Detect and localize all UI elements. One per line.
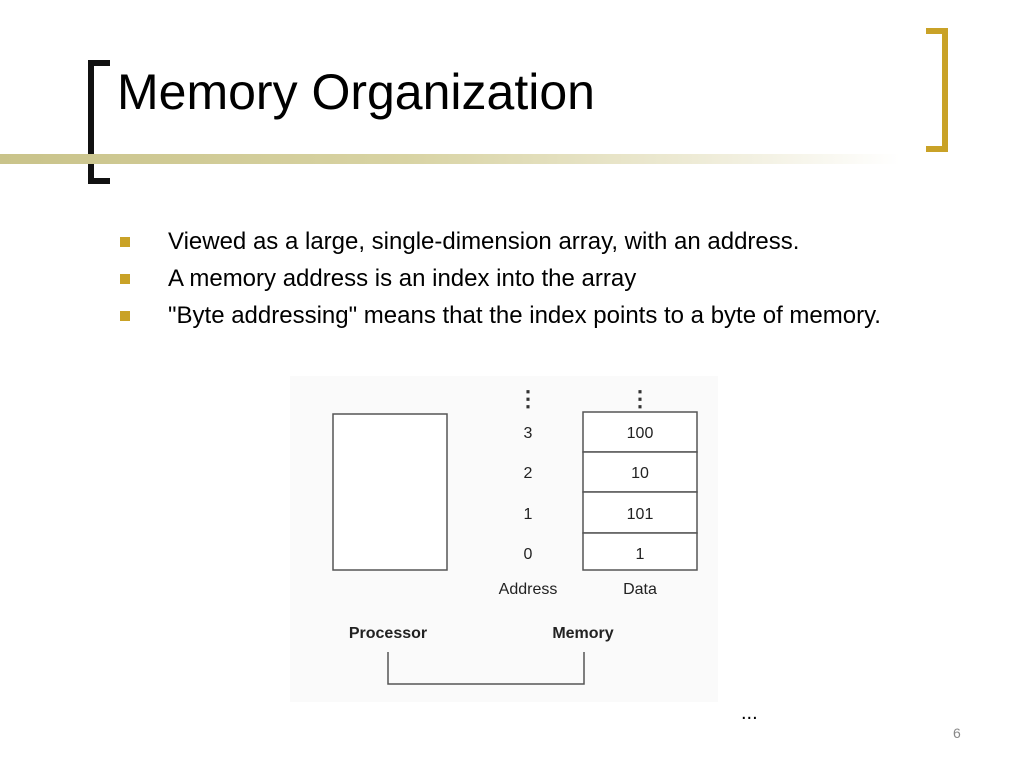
bullet-item: "Byte addressing" means that the index p… <box>118 300 918 332</box>
slide-title: Memory Organization <box>117 64 595 120</box>
address-ellipsis: ⋮ <box>517 386 539 411</box>
right-bracket-decoration <box>926 28 948 152</box>
bullet-item: Viewed as a large, single-dimension arra… <box>118 226 918 258</box>
bullet-square-icon <box>120 311 130 321</box>
processor-box <box>332 413 448 571</box>
bullet-item: A memory address is an index into the ar… <box>118 263 918 295</box>
memory-cell <box>582 451 698 493</box>
data-value: 1 <box>636 546 645 563</box>
address-column-label: Address <box>499 581 558 598</box>
bullet-square-icon <box>120 274 130 284</box>
address-value: 1 <box>524 506 533 523</box>
memory-cell <box>582 532 698 571</box>
data-column-label: Data <box>623 581 657 598</box>
data-value: 101 <box>627 506 654 523</box>
left-bracket-decoration <box>88 60 110 184</box>
processor-memory-connector <box>387 652 585 685</box>
page-number: 6 <box>953 725 961 741</box>
memory-label: Memory <box>552 625 613 642</box>
data-ellipsis: ⋮ <box>629 386 651 411</box>
memory-diagram: ⋮ ⋮ 3 2 1 0 100 10 101 1 Address Data Pr… <box>290 376 718 702</box>
bullet-square-icon <box>120 237 130 247</box>
bullet-list: Viewed as a large, single-dimension arra… <box>118 226 918 337</box>
processor-label: Processor <box>349 625 427 642</box>
address-value: 0 <box>524 546 533 563</box>
bullet-text: "Byte addressing" means that the index p… <box>168 302 881 329</box>
bullet-text: A memory address is an index into the ar… <box>168 265 637 292</box>
title-underline-bar <box>0 154 900 164</box>
bullet-text: Viewed as a large, single-dimension arra… <box>168 228 800 255</box>
address-value: 3 <box>524 425 533 442</box>
memory-cell <box>582 411 698 453</box>
data-value: 10 <box>631 465 649 482</box>
data-value: 100 <box>627 425 654 442</box>
address-value: 2 <box>524 465 533 482</box>
ellipsis-text: ... <box>741 702 758 724</box>
